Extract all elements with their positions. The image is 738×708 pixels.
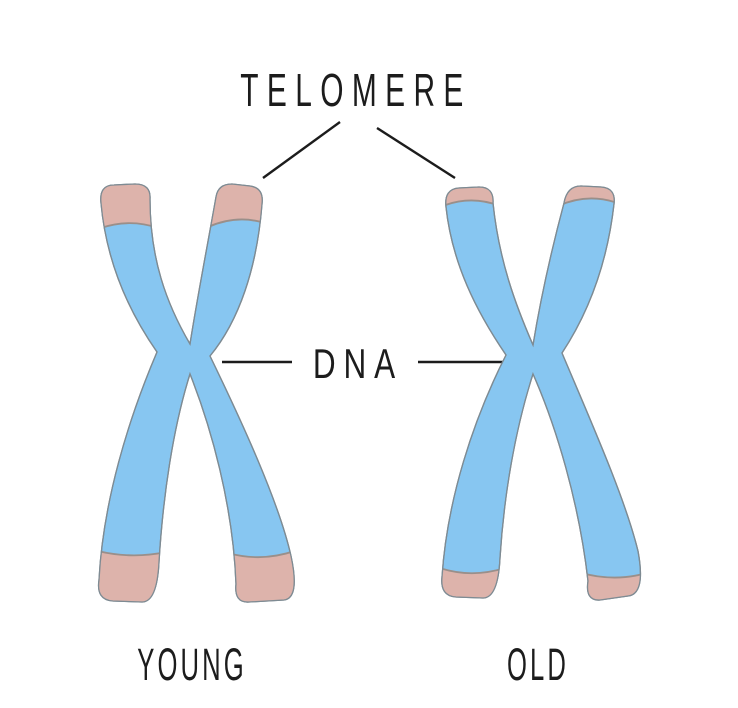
young-chromosome-body: [97, 183, 295, 603]
diagram-title: TELOMERE: [240, 64, 472, 116]
telomere-pointer-line-left: [262, 121, 341, 179]
telomere-pointer-line-right: [376, 126, 456, 180]
dna-label: DNA: [312, 340, 404, 387]
young-telomere-cap-top-left: [98, 184, 159, 233]
young-chromosome: [97, 183, 295, 603]
young-telomere-cap-bottom-left: [98, 547, 167, 603]
old-chromosome-label: OLD: [507, 639, 569, 690]
young-telomere-cap-bottom-right: [227, 547, 295, 603]
young-chromosome-label: YOUNG: [137, 639, 247, 690]
old-chromosome: [441, 185, 642, 601]
